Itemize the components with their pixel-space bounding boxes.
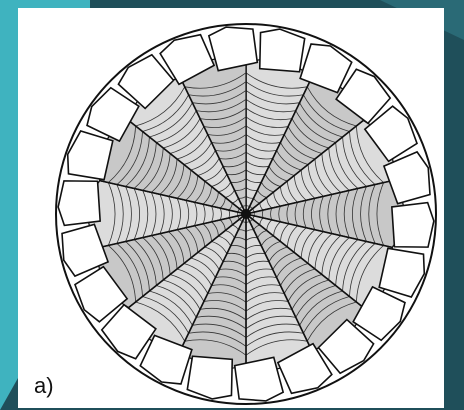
rim-rock bbox=[187, 356, 232, 399]
rim-rock bbox=[392, 203, 434, 248]
figure-panel: a) bbox=[18, 8, 444, 408]
rim-rock bbox=[235, 357, 283, 401]
rim-rock bbox=[209, 27, 257, 71]
rim-rock bbox=[58, 181, 100, 226]
spider-web-illustration bbox=[18, 8, 444, 408]
panel-label: a) bbox=[34, 374, 54, 398]
rim-rock bbox=[260, 29, 305, 72]
web-center bbox=[241, 209, 251, 219]
